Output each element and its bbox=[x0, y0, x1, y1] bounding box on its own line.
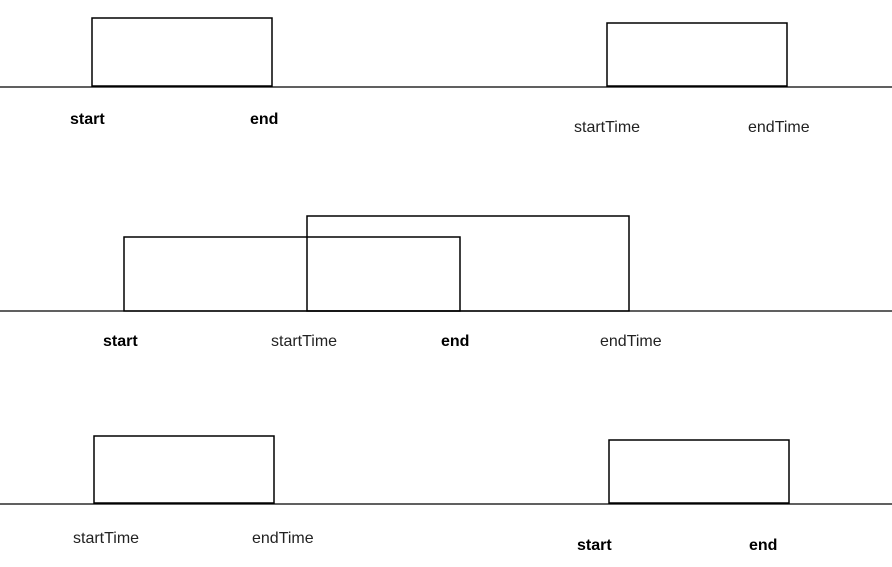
start-label: start bbox=[70, 111, 105, 128]
end-label: end bbox=[250, 111, 278, 128]
starttime-label: startTime bbox=[574, 119, 640, 136]
row-3: startTime endTime start end bbox=[0, 435, 892, 554]
starttime-label: startTime bbox=[73, 530, 139, 547]
start-end-interval-box bbox=[91, 17, 273, 87]
starttime-endtime-interval-box bbox=[306, 215, 630, 312]
end-label: end bbox=[749, 537, 777, 554]
row-1: start end startTime endTime bbox=[0, 17, 892, 136]
start-end-interval-box bbox=[123, 236, 461, 312]
start-end-interval-box bbox=[608, 439, 790, 504]
row-2: start startTime end endTime bbox=[0, 215, 892, 350]
endtime-label: endTime bbox=[748, 119, 810, 136]
starttime-endtime-interval-box bbox=[93, 435, 275, 504]
start-label: start bbox=[577, 537, 612, 554]
end-label: end bbox=[441, 333, 469, 350]
endtime-label: endTime bbox=[600, 333, 662, 350]
start-label: start bbox=[103, 333, 138, 350]
starttime-endtime-interval-box bbox=[606, 22, 788, 87]
starttime-label: startTime bbox=[271, 333, 337, 350]
endtime-label: endTime bbox=[252, 530, 314, 547]
